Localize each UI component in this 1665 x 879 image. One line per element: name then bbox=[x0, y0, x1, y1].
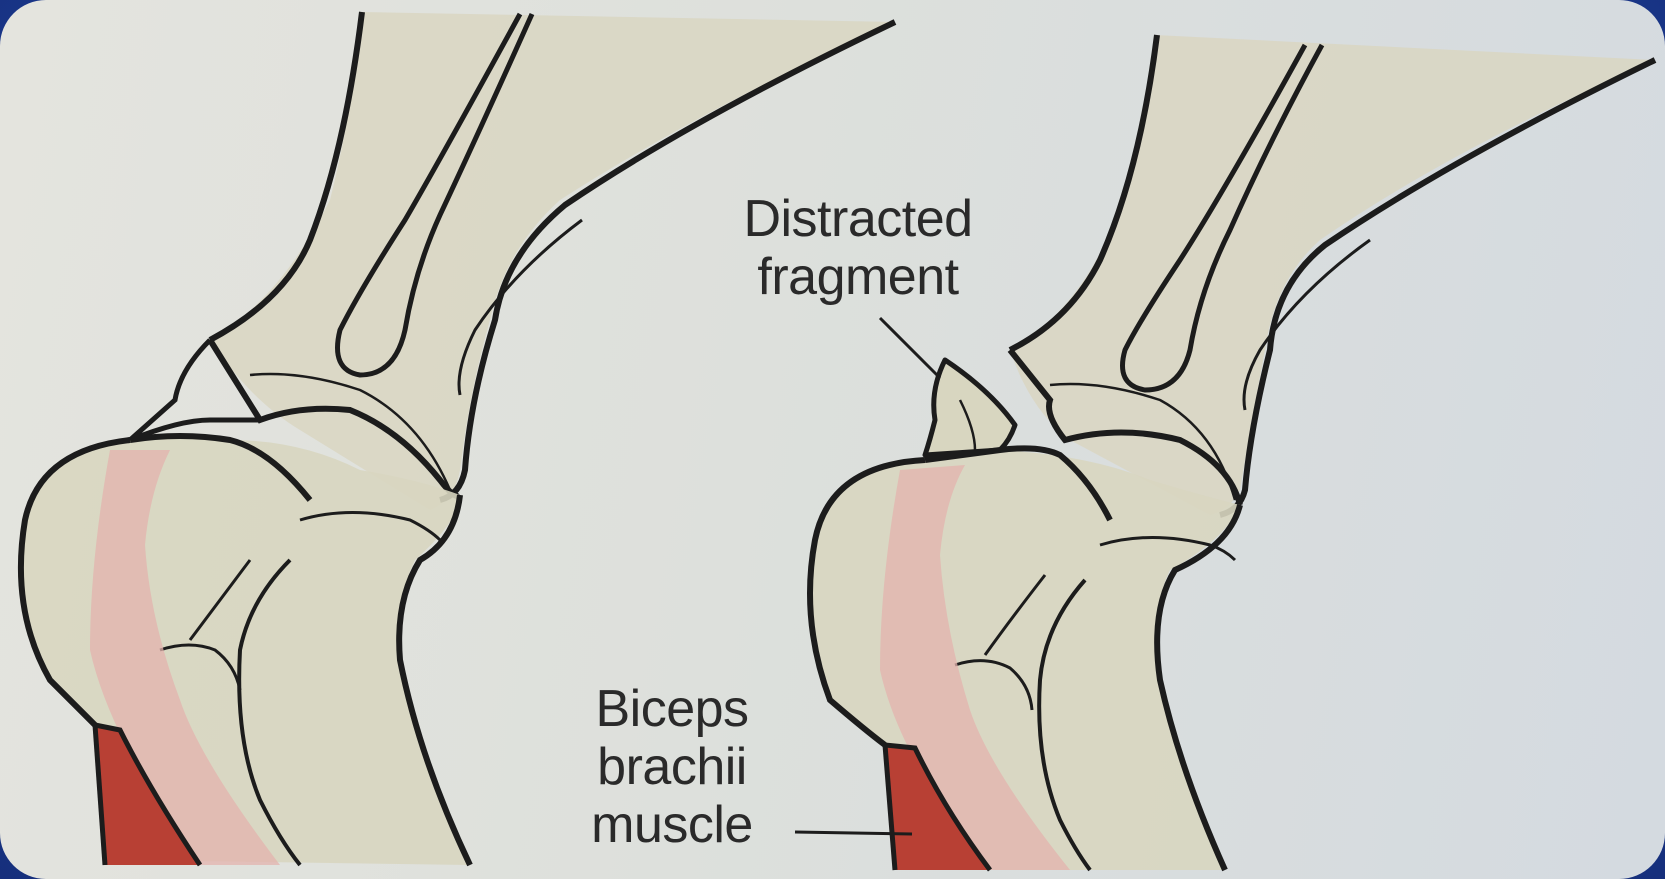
distracted-fragment-label: Distracted fragment bbox=[723, 190, 993, 306]
biceps-brachii-label-line2: brachii bbox=[572, 738, 772, 796]
distracted-fragment-label-line1: Distracted bbox=[723, 190, 993, 248]
distracted-fragment-leader-line bbox=[880, 318, 940, 378]
biceps-brachii-label-line3: muscle bbox=[572, 796, 772, 854]
right-ulna-region bbox=[810, 450, 1240, 870]
biceps-brachii-label: Biceps brachii muscle bbox=[572, 680, 772, 854]
left-ulna-region bbox=[21, 438, 470, 866]
right-elbow-fractured bbox=[810, 35, 1655, 870]
biceps-leader-line bbox=[795, 832, 912, 834]
biceps-brachii-label-line1: Biceps bbox=[572, 680, 772, 738]
distracted-fragment-label-line2: fragment bbox=[723, 248, 993, 306]
distracted-fragment bbox=[925, 360, 1015, 455]
